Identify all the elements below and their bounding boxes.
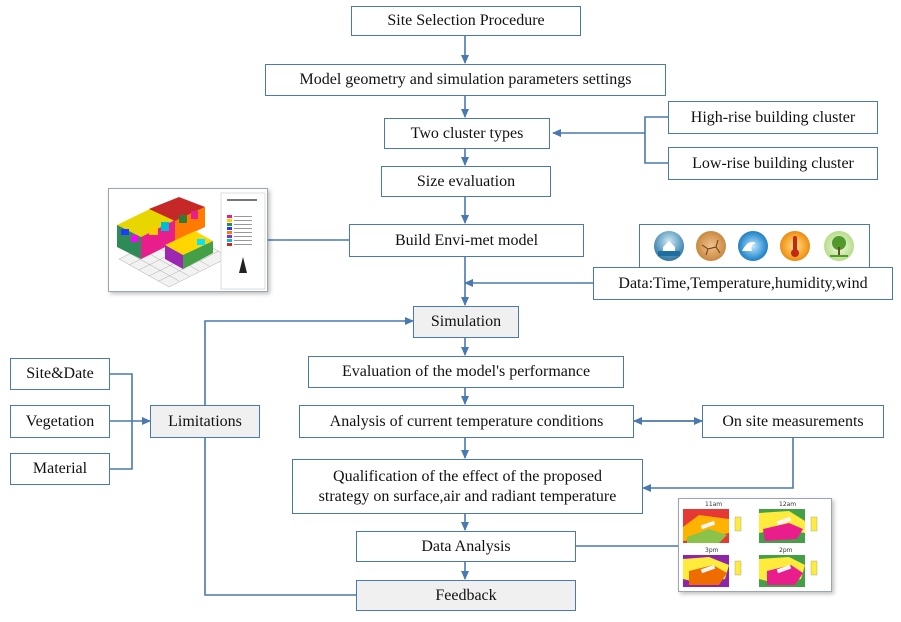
evaluation-performance-box: Evaluation of the model's performance (308, 356, 624, 388)
envimet-3d-model-image (117, 192, 266, 290)
envimet-model-thumbnail (108, 188, 268, 292)
data-analysis-box: Data Analysis (356, 531, 576, 562)
weather-icon-row (639, 224, 870, 268)
analysis-current-box: Analysis of current temperature conditio… (299, 405, 634, 438)
limitations-box: Limitations (150, 405, 260, 438)
model-geometry-box: Model geometry and simulation parameters… (265, 64, 666, 96)
material-box: Material (10, 453, 110, 485)
two-cluster-types-box: Two cluster types (384, 118, 550, 149)
feedback-box: Feedback (356, 580, 576, 611)
simulation-results-thumbnail: 11am 12am 3pm 2pm (678, 498, 832, 592)
data-input-box: Data:Time,Temperature,humidity,wind (593, 267, 893, 300)
drought-icon (696, 231, 726, 261)
qualification-box: Qualification of the effect of the propo… (292, 459, 643, 514)
wave-icon (738, 231, 768, 261)
flood-icon (654, 231, 684, 261)
high-rise-cluster-box: High-rise building cluster (668, 101, 878, 134)
site-selection-box: Site Selection Procedure (351, 6, 581, 36)
tree-icon (824, 231, 854, 261)
panel-label-3pm: 3pm (705, 547, 719, 554)
site-date-box: Site&Date (10, 358, 110, 390)
vegetation-box: Vegetation (10, 405, 110, 438)
temperature-maps-image (683, 509, 818, 587)
simulation-box: Simulation (413, 306, 519, 338)
build-envimet-box: Build Envi-met model (349, 224, 584, 257)
low-rise-cluster-box: Low-rise building cluster (668, 147, 878, 180)
size-evaluation-box: Size evaluation (381, 166, 551, 197)
on-site-measurements-box: On site measurements (702, 405, 884, 438)
panel-label-12am: 12am (779, 501, 797, 508)
panel-label-2pm: 2pm (779, 547, 793, 554)
panel-label-11am: 11am (705, 501, 723, 508)
thermometer-icon (780, 231, 810, 261)
